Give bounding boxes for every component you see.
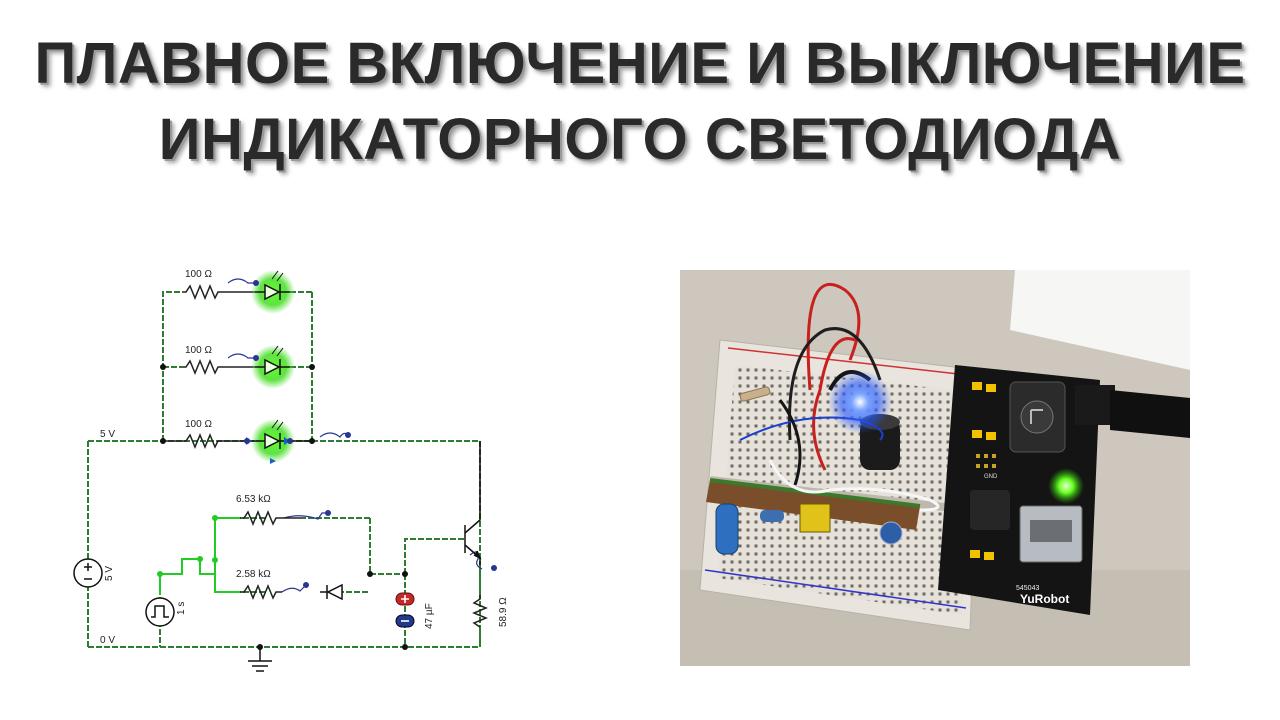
module-gnd-label: GND: [984, 474, 998, 480]
resistor-led-1-label: 100 Ω: [185, 269, 212, 280]
resistor-emitter-label: 58.9 Ω: [498, 597, 509, 627]
led-2-symbol: [255, 345, 290, 376]
resistor-discharge: [240, 584, 282, 600]
resistor-charge-label: 6.53 kΩ: [236, 494, 271, 505]
led-1-symbol: [255, 270, 290, 301]
resistor-charge: [240, 510, 302, 526]
resistor-discharge-label: 2.58 kΩ: [236, 569, 271, 580]
breadboard-photo: GND 545043 YuRobot: [680, 270, 1190, 666]
resistor-emitter: [472, 595, 488, 628]
pulse-generator: [145, 597, 175, 627]
capacitor-label: 47 µF: [424, 603, 435, 629]
ground-icon: [248, 647, 272, 672]
blue-capacitor: [715, 503, 739, 555]
junctions: [160, 364, 408, 650]
module-code: 545043: [1016, 585, 1039, 592]
probe-dots: [244, 280, 497, 588]
module-brand: YuRobot: [1020, 592, 1069, 606]
blue-led-icon: [828, 370, 892, 434]
dc-jack-icon: [1075, 385, 1190, 438]
resistor-3: [163, 433, 245, 449]
transistor: [464, 441, 482, 565]
paper-sheet: [1010, 270, 1190, 370]
rail-top-label: 5 V: [100, 429, 115, 440]
rail-bottom-label: 0 V: [100, 635, 115, 646]
capacitor: [395, 592, 415, 628]
resistor-led-2-label: 100 Ω: [185, 345, 212, 356]
inductor: [799, 503, 831, 533]
green-led-icon: [1048, 468, 1084, 504]
green-junctions: [157, 515, 218, 577]
dc-source: [73, 558, 103, 588]
diode: [320, 583, 343, 601]
active-wires: [159, 517, 240, 595]
wires: [87, 291, 481, 648]
pulse-label: 1 s: [176, 602, 187, 615]
resistor-2: [182, 359, 255, 375]
title-line-1: ПЛАВНОЕ ВКЛЮЧЕНИЕ И ВЫКЛЮЧЕНИЕ: [34, 31, 1246, 96]
resistor-led-3-label: 100 Ω: [185, 419, 212, 430]
circuit-schematic: 5 V 0 V 100 Ω 100 Ω 100 Ω: [73, 269, 509, 672]
power-module-icon: GND 545043 YuRobot: [938, 365, 1100, 615]
resistor-1: [182, 284, 255, 300]
source-label: 5 V: [104, 566, 115, 581]
title-line-2: ИНДИКАТОРНОГО СВЕТОДИОДА: [158, 107, 1122, 172]
photo-resistor: [739, 386, 771, 402]
